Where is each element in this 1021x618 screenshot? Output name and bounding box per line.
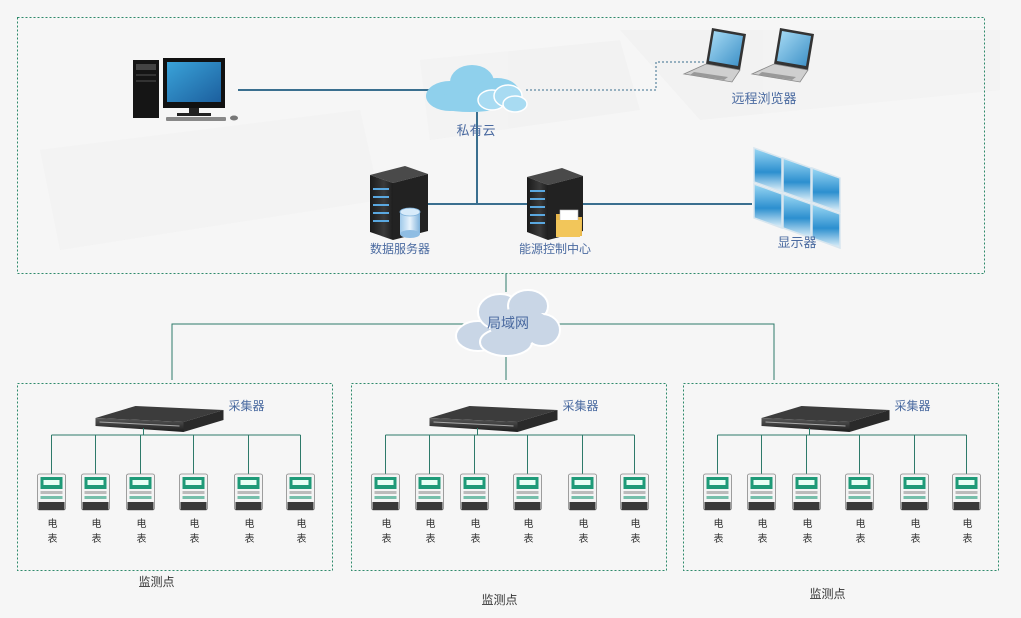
meter-label-line2: 表 [911, 532, 921, 545]
electric-meter-icon [513, 473, 542, 511]
meter-label-line1: 电 [297, 517, 307, 530]
electric-meter-icon [37, 473, 66, 511]
lan-cloud-icon [455, 289, 561, 357]
collector-icon [429, 406, 558, 432]
collector-label: 采集器 [894, 398, 930, 413]
group-frame [351, 383, 667, 571]
desktop-computer-icon [133, 58, 238, 121]
electric-meter-icon [568, 473, 597, 511]
electric-meter-icon [81, 473, 110, 511]
electric-meter-icon [845, 473, 874, 511]
meter-label-line1: 电 [471, 517, 481, 530]
electric-meter-icon [460, 473, 489, 511]
monitoring-groups: 采集器电表电表电表电表电表电表监测点采集器电表电表电表电表电表电表监测点采集器电… [17, 383, 999, 607]
collector-icon [761, 406, 890, 432]
top-frame [17, 17, 985, 274]
meter-label-line2: 表 [856, 532, 866, 545]
meter-label-line1: 电 [382, 517, 392, 530]
collector-icon [95, 406, 224, 432]
meter-label-line2: 表 [92, 532, 102, 545]
meter-label-line1: 电 [190, 517, 200, 530]
meter-label-line1: 电 [579, 517, 589, 530]
electric-meter-icon [234, 473, 263, 511]
meter-label-line2: 表 [714, 532, 724, 545]
meter-label-line2: 表 [245, 532, 255, 545]
data-server-icon [370, 166, 428, 240]
meter-label-line2: 表 [803, 532, 813, 545]
meter-label-line2: 表 [382, 532, 392, 545]
electric-meter-icon [126, 473, 155, 511]
electric-meter-icon [371, 473, 400, 511]
electric-meter-icon [620, 473, 649, 511]
electric-meter-icon [900, 473, 929, 511]
meter-label-line2: 表 [579, 532, 589, 545]
meter-label-line2: 表 [758, 532, 768, 545]
meter-label-line1: 电 [524, 517, 534, 530]
group-frame [17, 383, 333, 571]
electric-meter-icon [415, 473, 444, 511]
energy-control-center-label: 能源控制中心 [519, 241, 591, 256]
meter-label-line2: 表 [524, 532, 534, 545]
electric-meter-icon [747, 473, 776, 511]
meter-label-line1: 电 [963, 517, 973, 530]
collector-label: 采集器 [562, 398, 598, 413]
electric-meter-icon [703, 473, 732, 511]
meter-label-line1: 电 [631, 517, 641, 530]
meter-label-line1: 电 [758, 517, 768, 530]
meter-label-line1: 电 [856, 517, 866, 530]
electric-meter-icon [792, 473, 821, 511]
meter-label-line2: 表 [426, 532, 436, 545]
site-label: 监测点 [481, 593, 517, 607]
electric-meter-icon [952, 473, 981, 511]
meter-label-line2: 表 [297, 532, 307, 545]
meter-label-line1: 电 [245, 517, 255, 530]
top-connections [238, 89, 752, 205]
electric-meter-icon [179, 473, 208, 511]
meter-label-line1: 电 [92, 517, 102, 530]
data-server-label: 数据服务器 [370, 241, 430, 256]
display-label: 显示器 [777, 236, 816, 251]
meter-label-line2: 表 [48, 532, 58, 545]
private-cloud-label: 私有云 [456, 124, 495, 139]
private-cloud-icon [426, 65, 528, 113]
meter-label-line1: 电 [426, 517, 436, 530]
meter-label-line2: 表 [190, 532, 200, 545]
remote-browser-label: 远程浏览器 [731, 91, 796, 107]
collector-label: 采集器 [228, 398, 264, 413]
meter-label-line1: 电 [714, 517, 724, 530]
energy-control-server-icon [527, 168, 583, 240]
laptop-icon [682, 28, 746, 83]
meter-label-line1: 电 [911, 517, 921, 530]
site-label: 监测点 [809, 587, 845, 601]
remote-link [526, 61, 704, 91]
electric-meter-icon [286, 473, 315, 511]
group-frame [683, 383, 999, 571]
laptop-icon [750, 28, 814, 83]
meter-label-line2: 表 [137, 532, 147, 545]
display-wall-icon [753, 146, 841, 250]
meter-label-line2: 表 [631, 532, 641, 545]
meter-label-line2: 表 [963, 532, 973, 545]
meter-label-line1: 电 [48, 517, 58, 530]
site-label: 监测点 [138, 575, 174, 589]
meter-label-line1: 电 [803, 517, 813, 530]
lan-label: 局域网 [487, 316, 529, 332]
meter-label-line2: 表 [471, 532, 481, 545]
meter-label-line1: 电 [137, 517, 147, 530]
